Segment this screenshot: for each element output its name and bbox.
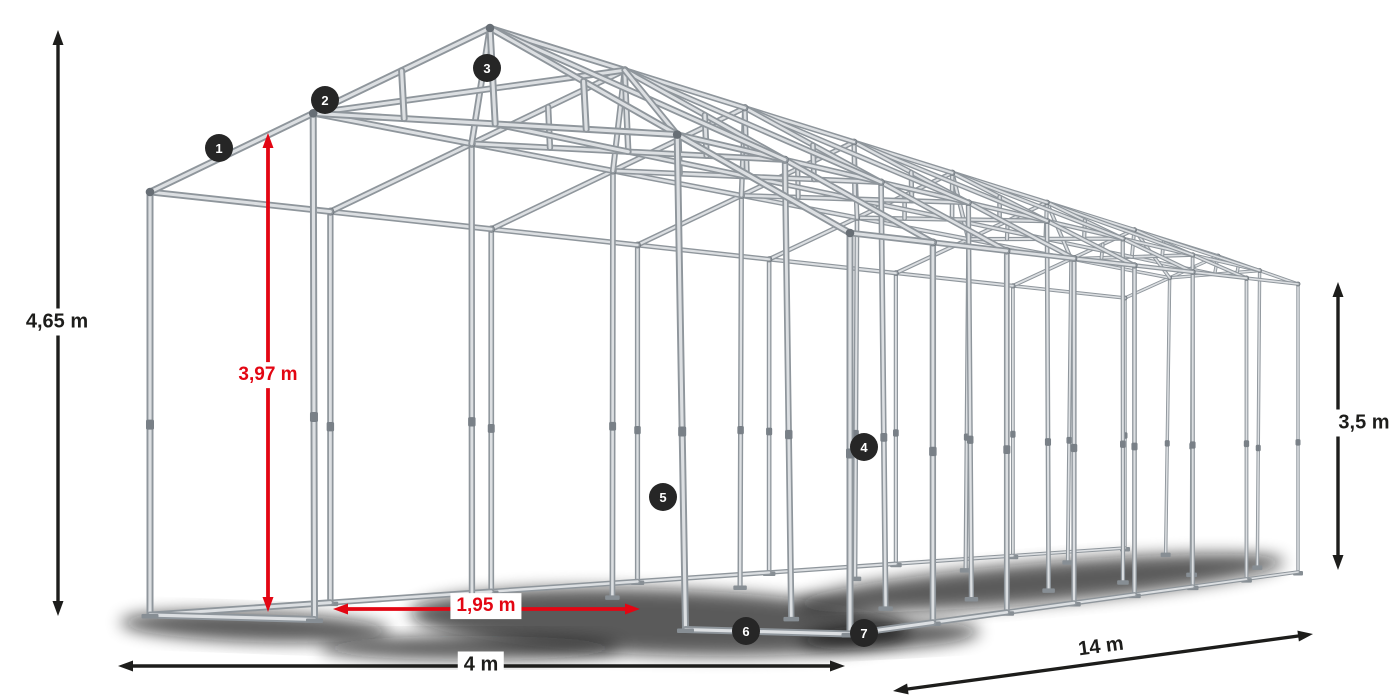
dim-label-side-height: 3,5 m [1332, 409, 1396, 437]
dim-label-clear-height: 3,97 m [232, 362, 304, 388]
truss-frame-1 [141, 23, 937, 638]
part-marker-2: 2 [311, 86, 339, 114]
part-marker-4: 4 [850, 433, 878, 461]
dim-label-width: 4 m [457, 651, 505, 679]
part-marker-6: 6 [732, 617, 760, 645]
part-marker-1: 1 [205, 134, 233, 162]
dim-label-total-height: 4,65 m [19, 308, 95, 336]
part-marker-3: 3 [473, 54, 501, 82]
part-marker-5: 5 [649, 483, 677, 511]
steel-frame [141, 23, 1303, 638]
truss-frame-2 [322, 66, 1010, 627]
truss-frame-7 [1007, 227, 1300, 583]
dim-label-entrance-width: 1,95 m [450, 593, 522, 619]
dim-arrow-length [893, 630, 1313, 695]
part-marker-7: 7 [850, 619, 878, 647]
truss-frame-8 [1120, 253, 1303, 576]
ground-shadows [120, 553, 1285, 660]
